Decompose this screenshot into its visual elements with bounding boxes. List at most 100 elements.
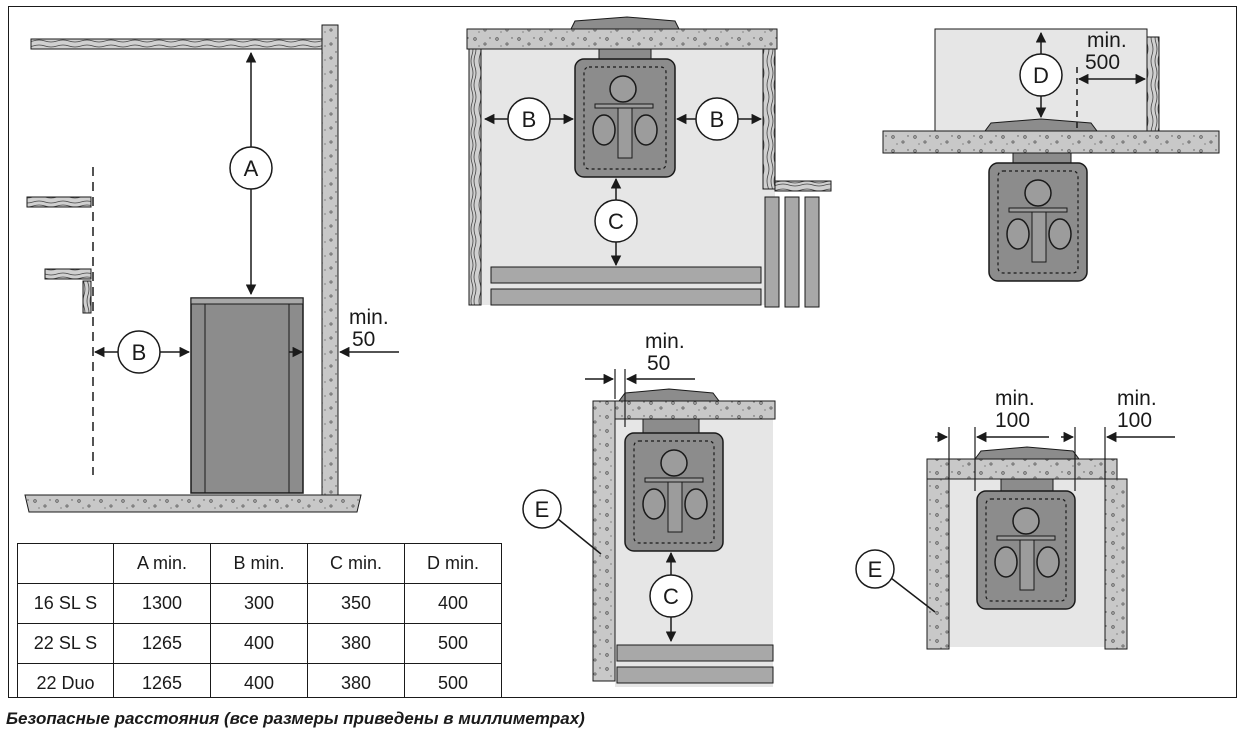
diagram-frame: A B min. 50 B bbox=[8, 6, 1237, 698]
bench-slat bbox=[44, 268, 92, 280]
right-wall bbox=[762, 48, 776, 190]
label-d-circle bbox=[1019, 53, 1063, 97]
right-wall bbox=[1104, 478, 1128, 650]
model-name-cell: 22 SL S bbox=[17, 623, 114, 664]
table-header-cell: D min. bbox=[404, 543, 502, 584]
heater-front bbox=[988, 162, 1088, 282]
flue-pipe bbox=[642, 418, 700, 434]
table-cell: 300 bbox=[210, 583, 308, 624]
table-header-row: A min. B min. C min. D min. bbox=[17, 543, 502, 584]
left-wall bbox=[926, 478, 950, 650]
min-value-50: 50 bbox=[352, 328, 375, 351]
min-value-100: 100 bbox=[995, 409, 1030, 432]
safety-distance-drawing: A B min. 50 B bbox=[24, 16, 1220, 687]
heater-front bbox=[574, 58, 676, 178]
bench bbox=[490, 266, 762, 284]
outside-post bbox=[804, 196, 820, 308]
table-header-cell: B min. bbox=[210, 543, 308, 584]
table-cell: 500 bbox=[404, 623, 502, 664]
min-label: min. bbox=[1117, 387, 1157, 410]
bench bbox=[490, 288, 762, 306]
figure-caption: Безопасные расстояния (все размеры приве… bbox=[6, 709, 585, 728]
label-a: A bbox=[244, 156, 259, 181]
heater-front bbox=[624, 432, 724, 552]
label-e-circle bbox=[855, 549, 895, 589]
table-row: 16 SL S 1300 300 350 400 bbox=[17, 583, 502, 624]
left-wall bbox=[468, 48, 482, 306]
bench bbox=[616, 644, 774, 662]
side-wall bbox=[1146, 36, 1160, 132]
min-value-100: 100 bbox=[1117, 409, 1152, 432]
table-cell: 400 bbox=[210, 623, 308, 664]
shelf-slab bbox=[882, 130, 1220, 154]
bench-slat bbox=[26, 196, 92, 208]
heater-front bbox=[976, 490, 1076, 610]
min-label: min. bbox=[645, 330, 685, 353]
chimney-cap bbox=[618, 388, 720, 402]
table-row: 22 SL S 1265 400 380 500 bbox=[17, 623, 502, 664]
label-e-circle bbox=[522, 489, 562, 529]
table-header-cell: A min. bbox=[113, 543, 211, 584]
chimney-cap bbox=[570, 16, 680, 30]
left-wall bbox=[592, 400, 616, 682]
side-wall bbox=[321, 24, 339, 498]
table-row: 22 Duo 1265 400 380 500 bbox=[17, 663, 502, 697]
label-b: B bbox=[710, 107, 725, 132]
niche-view-panel: min. 100 min. 100 E bbox=[855, 387, 1175, 650]
bench bbox=[616, 666, 774, 684]
outside-post bbox=[764, 196, 780, 308]
bench-support bbox=[82, 280, 92, 314]
chimney-cap bbox=[974, 446, 1080, 460]
label-c: C bbox=[608, 209, 624, 234]
label-b-circle bbox=[507, 97, 551, 141]
min-label: min. bbox=[995, 387, 1035, 410]
table-cell: 380 bbox=[307, 663, 405, 697]
label-e: E bbox=[535, 497, 550, 522]
label-d: D bbox=[1033, 63, 1049, 88]
top-slab bbox=[926, 458, 1118, 480]
label-b: B bbox=[132, 340, 147, 365]
table-cell: 400 bbox=[404, 583, 502, 624]
label-b-circle bbox=[117, 330, 161, 374]
table-cell: 500 bbox=[404, 663, 502, 697]
outside-wall-cap bbox=[774, 180, 832, 192]
label-b-circle bbox=[695, 97, 739, 141]
leader-e bbox=[557, 518, 602, 555]
floor-slab bbox=[24, 494, 362, 513]
table-cell: 400 bbox=[210, 663, 308, 697]
ceiling-beam bbox=[30, 38, 326, 50]
heater-side bbox=[190, 297, 304, 494]
table-header-cell bbox=[17, 543, 114, 584]
min-label: min. bbox=[1087, 29, 1127, 52]
leader-e bbox=[890, 577, 936, 613]
label-e: E bbox=[868, 557, 883, 582]
table-cell: 350 bbox=[307, 583, 405, 624]
label-a-circle bbox=[229, 146, 273, 190]
table-cell: 1300 bbox=[113, 583, 211, 624]
side-view-panel: A B min. 50 bbox=[24, 24, 399, 513]
min-value-50: 50 bbox=[647, 352, 670, 375]
recess-view-panel: D min. 500 bbox=[882, 28, 1220, 282]
flue-pipe bbox=[598, 48, 652, 60]
flue-pipe bbox=[1000, 478, 1054, 492]
front-view-panel: B B C bbox=[466, 16, 832, 308]
table-cell: 380 bbox=[307, 623, 405, 664]
chimney-cap bbox=[984, 118, 1098, 132]
outside-post bbox=[784, 196, 800, 308]
flue-pipe bbox=[1012, 152, 1072, 164]
min-value-500: 500 bbox=[1085, 51, 1120, 74]
label-c-circle bbox=[649, 574, 693, 618]
model-name-cell: 22 Duo bbox=[17, 663, 114, 697]
clearance-table: A min. B min. C min. D min. 16 SL S 1300… bbox=[17, 543, 502, 697]
label-c-circle bbox=[594, 199, 638, 243]
table-cell: 1265 bbox=[113, 623, 211, 664]
model-name-cell: 16 SL S bbox=[17, 583, 114, 624]
table-header-cell: C min. bbox=[307, 543, 405, 584]
table-cell: 1265 bbox=[113, 663, 211, 697]
min-label: min. bbox=[349, 306, 389, 329]
label-b: B bbox=[522, 107, 537, 132]
corner-view-panel: min. 50 C E bbox=[522, 330, 776, 687]
ceiling-slab bbox=[614, 400, 776, 420]
label-c: C bbox=[663, 584, 679, 609]
ceiling-slab bbox=[466, 28, 778, 50]
